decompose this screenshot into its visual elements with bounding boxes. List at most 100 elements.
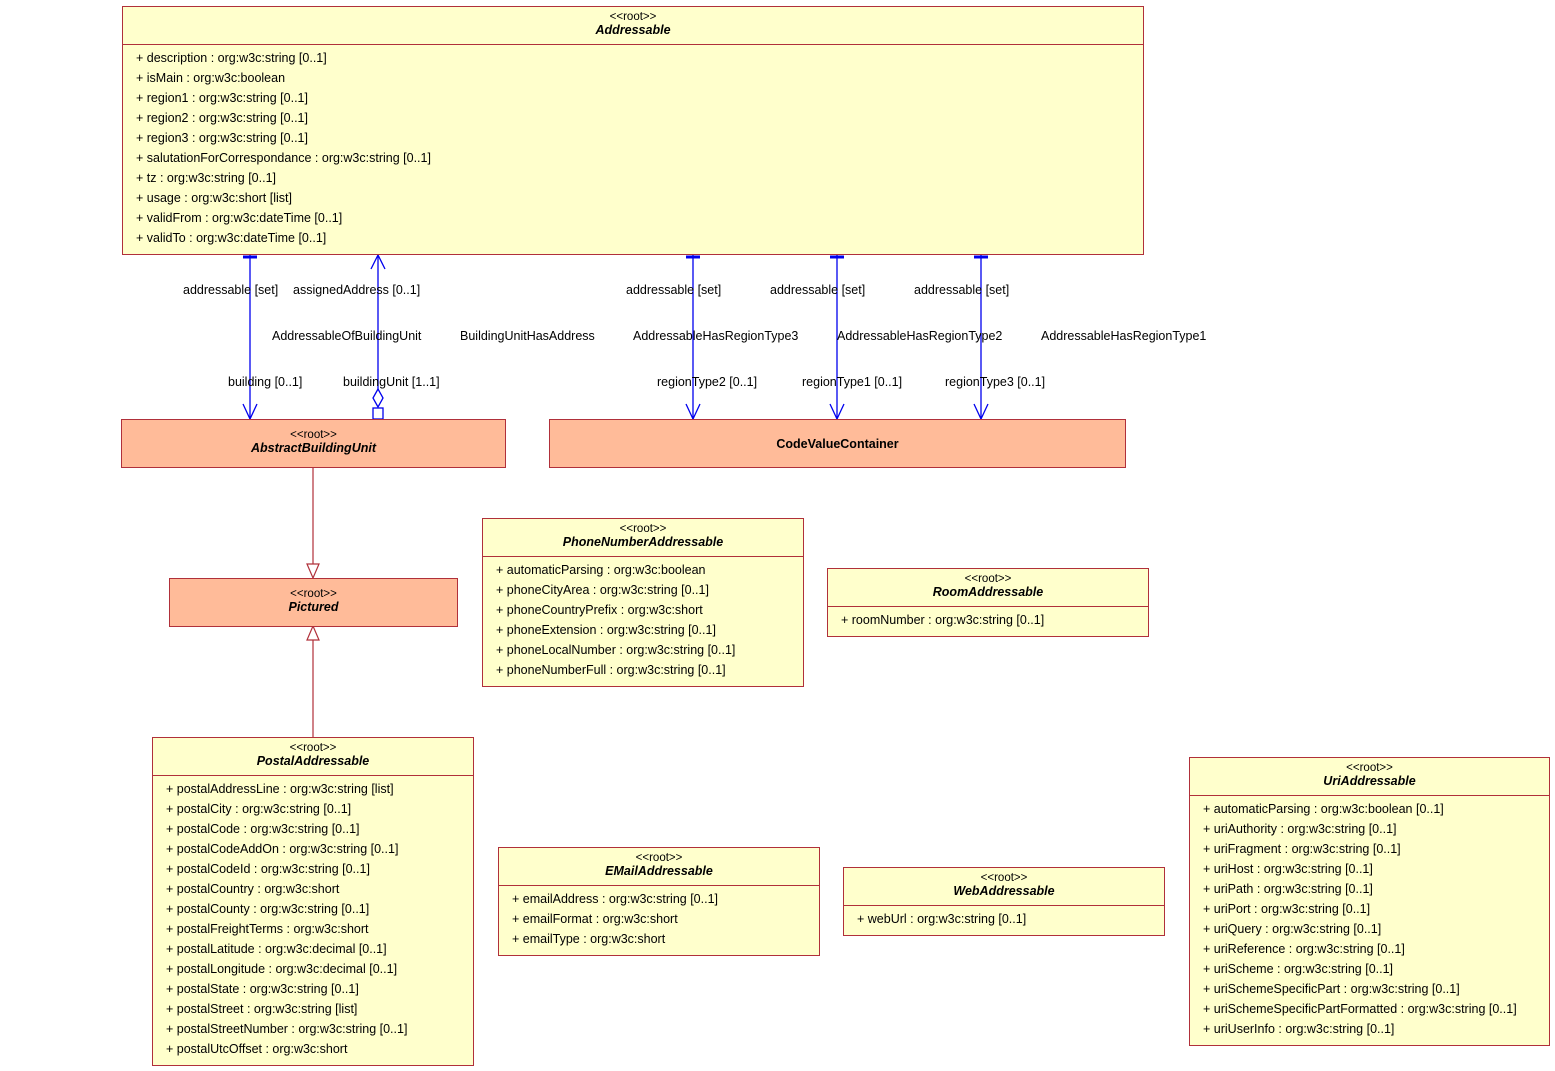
attribute-row: + region3 : org:w3c:string [0..1] bbox=[136, 131, 308, 145]
stereotype-label: <<root>> bbox=[609, 11, 657, 23]
attribute-row: + uriAuthority : org:w3c:string [0..1] bbox=[1203, 822, 1397, 836]
class-code-value-container[interactable]: CodeValueContainer bbox=[549, 419, 1126, 468]
class-name: UriAddressable bbox=[1323, 774, 1416, 788]
class-room-addressable[interactable]: <<root>> RoomAddressable + roomNumber : … bbox=[827, 568, 1149, 637]
association-name: AddressableOfBuildingUnit bbox=[272, 329, 422, 343]
attribute-row: + postalCity : org:w3c:string [0..1] bbox=[166, 802, 352, 816]
role-label: regionType2 [0..1] bbox=[657, 375, 758, 389]
attribute-row: + emailFormat : org:w3c:short bbox=[512, 912, 678, 926]
attribute-row: + uriPath : org:w3c:string [0..1] bbox=[1203, 882, 1373, 896]
attribute-list: + automaticParsing : org:w3c:boolean + ph… bbox=[483, 557, 803, 682]
class-header: <<root>> PhoneNumberAddressable bbox=[483, 519, 803, 556]
attribute-row: + validFrom : org:w3c:dateTime [0..1] bbox=[136, 211, 343, 225]
generalization-building-unit-pictured bbox=[306, 467, 320, 580]
attribute-list: + postalAddressLine : org:w3c:string [li… bbox=[153, 776, 473, 1061]
attribute-list: + roomNumber : org:w3c:string [0..1] bbox=[828, 607, 1148, 632]
class-phone-number-addressable[interactable]: <<root>> PhoneNumberAddressable + automa… bbox=[482, 518, 804, 687]
role-label: assignedAddress [0..1] bbox=[293, 283, 421, 297]
attribute-row: + validTo : org:w3c:dateTime [0..1] bbox=[136, 231, 327, 245]
class-name: CodeValueContainer bbox=[776, 436, 899, 451]
attribute-row: + webUrl : org:w3c:string [0..1] bbox=[857, 912, 1027, 926]
attribute-row: + roomNumber : org:w3c:string [0..1] bbox=[841, 613, 1045, 627]
attribute-row: + region2 : org:w3c:string [0..1] bbox=[136, 111, 308, 125]
class-abstract-building-unit[interactable]: <<root>> AbstractBuildingUnit bbox=[121, 419, 506, 468]
class-header: <<root>> WebAddressable bbox=[844, 868, 1164, 905]
association-name: BuildingUnitHasAddress bbox=[460, 329, 595, 343]
attribute-row: + postalCounty : org:w3c:string [0..1] bbox=[166, 902, 370, 916]
association-name: AddressableHasRegionType1 bbox=[1041, 329, 1207, 343]
attribute-list: + emailAddress : org:w3c:string [0..1] + … bbox=[499, 886, 819, 951]
class-header: <<root>> PostalAddressable bbox=[153, 738, 473, 775]
association-addressable-of-building-unit bbox=[242, 254, 258, 421]
role-label: regionType1 [0..1] bbox=[802, 375, 903, 389]
stereotype-label: <<root>> bbox=[290, 588, 337, 600]
attribute-row: + postalCode : org:w3c:string [0..1] bbox=[166, 822, 360, 836]
attribute-row: + salutationForCorrespondance : org:w3c:… bbox=[136, 151, 431, 165]
stereotype-label: <<root>> bbox=[964, 573, 1012, 585]
attribute-row: + uriUserInfo : org:w3c:string [0..1] bbox=[1203, 1022, 1395, 1036]
attribute-list: + automaticParsing : org:w3c:boolean [0.… bbox=[1190, 796, 1549, 1041]
attribute-row: + postalStreet : org:w3c:string [list] bbox=[166, 1002, 358, 1016]
attribute-row: + isMain : org:w3c:boolean bbox=[136, 71, 286, 85]
class-header: <<root>> AbstractBuildingUnit bbox=[122, 420, 505, 455]
class-header: <<root>> Pictured bbox=[170, 579, 457, 614]
attribute-row: + uriHost : org:w3c:string [0..1] bbox=[1203, 862, 1373, 876]
class-email-addressable[interactable]: <<root>> EMailAddressable + emailAddress… bbox=[498, 847, 820, 956]
association-name: AddressableHasRegionType3 bbox=[633, 329, 799, 343]
attribute-row: + postalStreetNumber : org:w3c:string [0… bbox=[166, 1022, 408, 1036]
stereotype-label: <<root>> bbox=[1346, 762, 1393, 774]
attribute-row: + postalFreightTerms : org:w3c:short bbox=[166, 922, 369, 936]
class-header: <<root>> Addressable bbox=[123, 7, 1143, 44]
role-label: addressable [set] bbox=[626, 283, 722, 297]
attribute-row: + postalLatitude : org:w3c:decimal [0..1… bbox=[166, 942, 387, 956]
attribute-row: + phoneLocalNumber : org:w3c:string [0..… bbox=[496, 643, 736, 657]
attribute-row: + phoneCityArea : org:w3c:string [0..1] bbox=[496, 583, 709, 597]
role-label: addressable [set] bbox=[770, 283, 866, 297]
stereotype-label: <<root>> bbox=[635, 852, 683, 864]
class-postal-addressable[interactable]: <<root>> PostalAddressable + postalAddre… bbox=[152, 737, 474, 1066]
attribute-row: + postalCodeAddOn : org:w3c:string [0..1… bbox=[166, 842, 399, 856]
role-label: buildingUnit [1..1] bbox=[343, 375, 440, 389]
class-header: <<root>> UriAddressable bbox=[1190, 758, 1549, 795]
association-building-unit-has-address bbox=[370, 253, 386, 420]
attribute-row: + automaticParsing : org:w3c:boolean [0.… bbox=[1203, 802, 1444, 816]
class-pictured[interactable]: <<root>> Pictured bbox=[169, 578, 458, 627]
attribute-row: + tz : org:w3c:string [0..1] bbox=[136, 171, 276, 185]
class-name: PostalAddressable bbox=[256, 754, 370, 768]
attribute-row: + description : org:w3c:string [0..1] bbox=[136, 51, 327, 65]
attribute-row: + uriReference : org:w3c:string [0..1] bbox=[1203, 942, 1405, 956]
class-header: <<root>> EMailAddressable bbox=[499, 848, 819, 885]
attribute-row: + postalUtcOffset : org:w3c:short bbox=[166, 1042, 348, 1056]
class-addressable[interactable]: <<root>> Addressable + description : org… bbox=[122, 6, 1144, 255]
attribute-row: + uriQuery : org:w3c:string [0..1] bbox=[1203, 922, 1382, 936]
attribute-row: + uriScheme : org:w3c:string [0..1] bbox=[1203, 962, 1394, 976]
class-web-addressable[interactable]: <<root>> WebAddressable + webUrl : org:w… bbox=[843, 867, 1165, 936]
stereotype-label: <<root>> bbox=[289, 742, 337, 754]
attribute-row: + usage : org:w3c:short [list] bbox=[136, 191, 292, 205]
stereotype-label: <<root>> bbox=[290, 429, 337, 441]
attribute-row: + postalLongitude : org:w3c:decimal [0..… bbox=[166, 962, 398, 976]
attribute-row: + emailAddress : org:w3c:string [0..1] bbox=[512, 892, 718, 906]
attribute-row: + uriSchemeSpecificPart : org:w3c:string… bbox=[1203, 982, 1460, 996]
association-name: AddressableHasRegionType2 bbox=[837, 329, 1003, 343]
attribute-list: + webUrl : org:w3c:string [0..1] bbox=[844, 906, 1164, 931]
attribute-row: + postalCodeId : org:w3c:string [0..1] bbox=[166, 862, 370, 876]
class-name: RoomAddressable bbox=[932, 585, 1044, 599]
role-label: building [0..1] bbox=[228, 375, 303, 389]
class-uri-addressable[interactable]: <<root>> UriAddressable + automaticParsi… bbox=[1189, 757, 1550, 1046]
role-label: addressable [set] bbox=[183, 283, 279, 297]
class-name: Pictured bbox=[288, 600, 339, 614]
stereotype-label: <<root>> bbox=[980, 872, 1028, 884]
attribute-row: + emailType : org:w3c:short bbox=[512, 932, 666, 946]
class-header: CodeValueContainer bbox=[550, 420, 1125, 467]
generalization-postal-pictured bbox=[306, 624, 320, 737]
attribute-row: + postalAddressLine : org:w3c:string [li… bbox=[166, 782, 394, 796]
attribute-row: + uriPort : org:w3c:string [0..1] bbox=[1203, 902, 1371, 916]
attribute-row: + region1 : org:w3c:string [0..1] bbox=[136, 91, 308, 105]
attribute-row: + automaticParsing : org:w3c:boolean bbox=[496, 563, 706, 577]
class-name: PhoneNumberAddressable bbox=[562, 535, 724, 549]
role-label: addressable [set] bbox=[914, 283, 1010, 297]
attribute-row: + postalCountry : org:w3c:short bbox=[166, 882, 340, 896]
